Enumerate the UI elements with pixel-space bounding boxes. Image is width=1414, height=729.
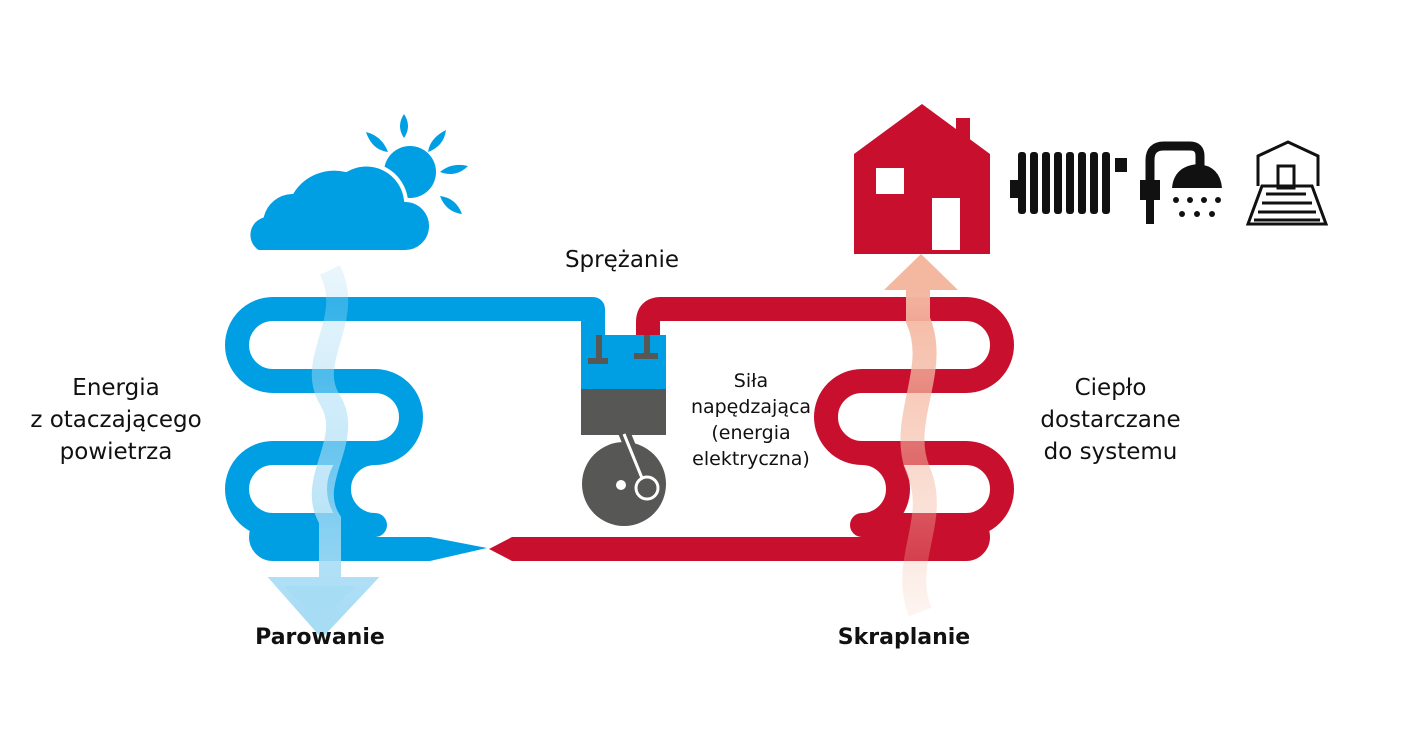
- cold-bottom-pipe: [249, 513, 430, 561]
- evaporation-label: Parowanie: [255, 625, 385, 650]
- heat-delivered-line-2: dostarczane: [1040, 407, 1181, 433]
- house-icon: [854, 104, 990, 254]
- shower-icon: [1140, 141, 1222, 224]
- driving-force-label: Siła napędzająca (energia elektryczna): [676, 368, 826, 472]
- compressor-rod-inner: [622, 433, 646, 484]
- ambient-energy-label: Energia z otaczającego powietrza: [26, 372, 206, 468]
- compressor: [581, 335, 666, 526]
- cloud-sun-icon: [246, 114, 468, 255]
- ambient-energy-line-3: powietrza: [59, 439, 173, 465]
- hot-air-arrowhead: [884, 254, 958, 290]
- driving-force-line-2: napędzająca: [690, 396, 812, 418]
- compressor-hub: [616, 480, 626, 490]
- compressor-pin-left: [596, 335, 602, 361]
- condenser-coil: [636, 297, 1014, 537]
- driving-force-line-1: Siła: [733, 370, 769, 392]
- floor-heating-icon: [1245, 140, 1329, 226]
- cold-pipe-corner: [579, 297, 605, 345]
- evaporator-coil: [225, 297, 605, 537]
- expansion-valve-hot: [489, 537, 512, 561]
- compressor-pin-left-base: [588, 358, 608, 364]
- ambient-energy-line-1: Energia: [72, 375, 160, 401]
- compressor-crank: [634, 475, 660, 501]
- cold-air-arrow: [267, 265, 380, 639]
- compression-label: Sprężanie: [564, 247, 680, 273]
- compressor-pin-right: [644, 335, 650, 355]
- driving-force-line-3: (energia: [711, 422, 791, 444]
- ambient-energy-line-2: z otaczającego: [30, 407, 202, 433]
- heat-delivered-label: Ciepło dostarczane do systemu: [1028, 372, 1193, 468]
- compressor-body: [581, 389, 666, 435]
- condensation-label: Skraplanie: [837, 625, 971, 650]
- cold-air-arrowhead: [284, 586, 356, 622]
- heat-delivered-line-3: do systemu: [1043, 439, 1178, 465]
- expansion-valve-cold: [430, 537, 487, 561]
- hot-air-arrow: [900, 285, 937, 617]
- heat-delivered-line-1: Ciepło: [1074, 375, 1147, 401]
- hot-bottom-pipe: [512, 513, 990, 561]
- compressor-pin-right-base: [634, 353, 658, 359]
- driving-force-line-4: elektryczna): [692, 448, 810, 470]
- radiator-icon: [1010, 152, 1127, 214]
